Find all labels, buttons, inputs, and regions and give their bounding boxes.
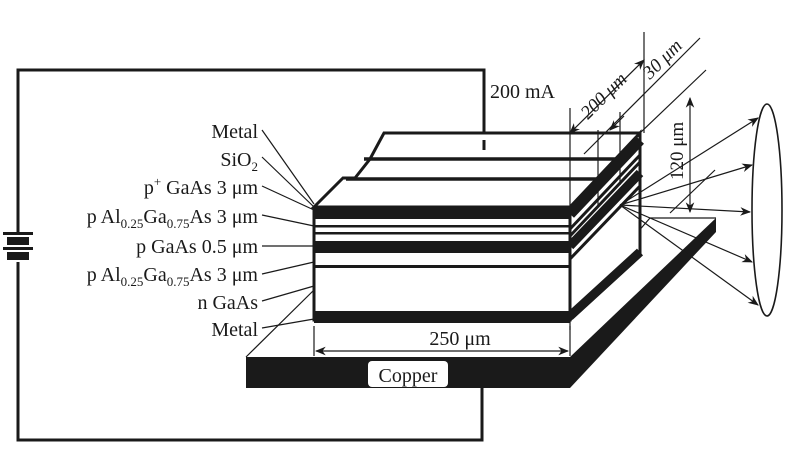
layer-label-p-plus-gaas: p+ GaAs 3 μm xyxy=(144,174,259,199)
laser-chip xyxy=(310,129,644,324)
current-label: 200 mA xyxy=(490,81,556,103)
battery-icon xyxy=(3,232,33,260)
height-dimension-label: 120 μm xyxy=(667,122,688,180)
layer-label-metal-top: Metal xyxy=(211,121,258,143)
length-dimension: 250 μm xyxy=(313,326,571,356)
length-dimension-label: 250 μm xyxy=(429,328,491,350)
layer-label-sio2: SiO2 xyxy=(220,149,258,174)
layer-label-p-gaas-active: p GaAs 0.5 μm xyxy=(136,236,258,258)
layer-label-p-algaas-upper: p Al0.25Ga0.75As 3 μm xyxy=(87,206,259,231)
circuit-wire xyxy=(16,68,486,442)
layer-label-metal-bottom: Metal xyxy=(211,319,258,341)
stripe-dimension-label: 30 μm xyxy=(638,35,687,84)
layer-labels: Metal SiO2 p+ GaAs 3 μm p Al0.25Ga0.75As… xyxy=(87,121,315,341)
beam-spot-ellipse xyxy=(751,103,783,317)
laser-beam xyxy=(619,103,783,317)
layer-label-n-gaas: n GaAs xyxy=(197,292,258,314)
substrate-label: Copper xyxy=(379,365,438,387)
layer-label-p-algaas-lower: p Al0.25Ga0.75As 3 μm xyxy=(87,264,259,289)
dimension-guides xyxy=(569,32,716,330)
